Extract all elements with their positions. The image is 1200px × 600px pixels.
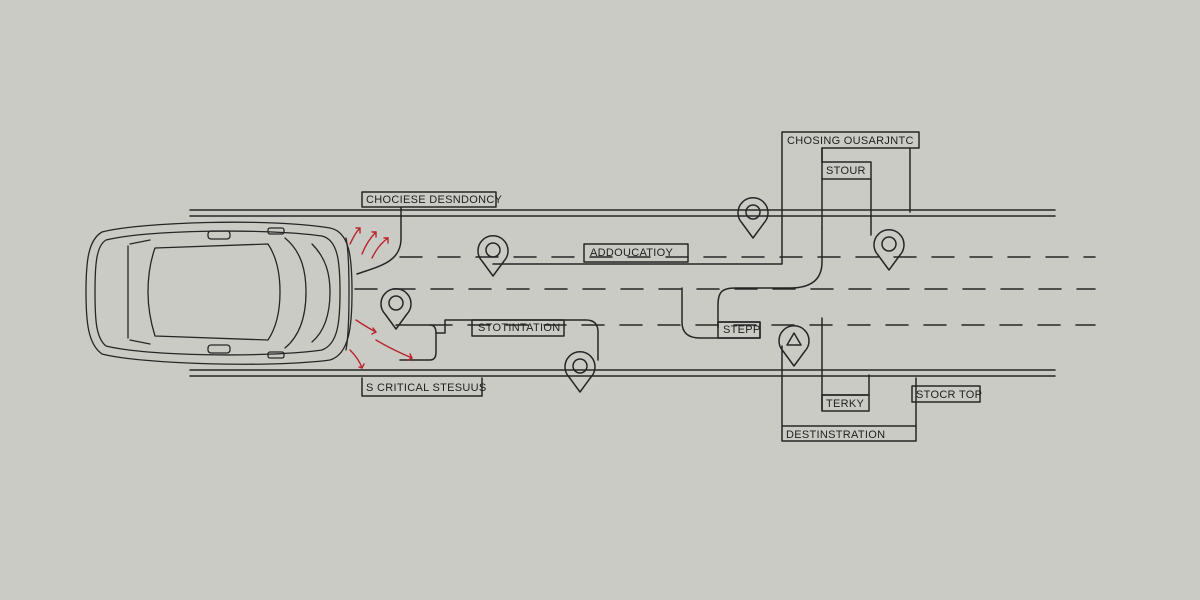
label-terky: TERKY — [826, 398, 865, 410]
label-stocr: STOCR TOP — [916, 389, 983, 401]
road-edges — [189, 209, 1056, 377]
label-addoucatioy: ADDOUCATIOY — [590, 247, 674, 259]
warning-triangle-icon — [778, 325, 810, 367]
label-stepp: STEPP — [723, 324, 761, 336]
label-destination: DESTINSTRATION — [786, 429, 886, 441]
map-pin-icon — [380, 288, 412, 330]
label-chosing: CHOSING OUSARJNTC — [787, 135, 914, 147]
red-arrow-icons — [349, 227, 413, 369]
map-pin-icon — [873, 229, 905, 271]
label-boxes — [471, 243, 981, 412]
map-pin-icon — [564, 351, 596, 393]
label-critical: S CRITICAL STESUUS — [366, 382, 487, 394]
map-pin-icon — [477, 235, 509, 277]
label-chociese: CHOCIESE DESNDONCY — [366, 194, 503, 206]
map-pin-icon — [737, 197, 769, 239]
car-icon — [85, 221, 353, 365]
label-stotintation: STOTINTATION — [478, 322, 561, 334]
label-stour: STOUR — [826, 165, 866, 177]
lane-markers — [354, 256, 1096, 326]
